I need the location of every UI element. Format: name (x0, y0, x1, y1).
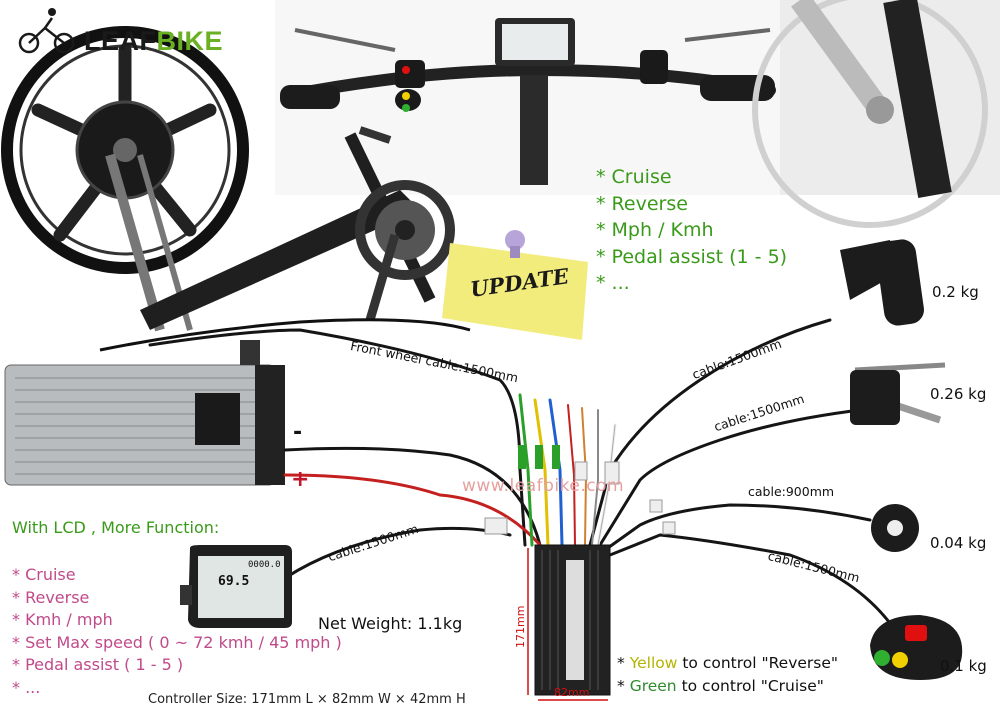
brake-lever (850, 362, 946, 425)
note-prefix: * (617, 654, 630, 672)
green-note: * Green to control "Cruise" (617, 677, 824, 695)
brand-part1: LEAF (84, 26, 157, 56)
lcd-feature-item: * ... (12, 677, 41, 697)
switch-weight: 0.1 kg (940, 657, 987, 675)
logo-cyclist-icon (18, 8, 75, 54)
note-rest: to control "Cruise" (676, 677, 824, 695)
lcd-odo-reading: 0000.0 (248, 560, 281, 570)
lcd-features-top-list: * Cruise * Reverse * Mph / Kmh * Pedal a… (596, 164, 787, 297)
feature-item: * Mph / Kmh (596, 219, 714, 241)
lcd-speed-reading: 69.5 (218, 574, 250, 589)
controller-size-label: Controller Size: 171mm L × 82mm W × 42mm… (148, 692, 466, 707)
net-weight-label: Net Weight: 1.1kg (318, 614, 463, 633)
pas-weight: 0.04 kg (930, 534, 987, 552)
lcd-feature-item: * Pedal assist ( 1 - 5 ) (12, 655, 184, 675)
pas-cable-label: cable:900mm (748, 484, 835, 499)
note-color-word: Yellow (629, 654, 678, 672)
hub-motor-wheel (1, 26, 249, 332)
sticky-note (442, 230, 588, 340)
watermark: www.leafbike.com (462, 476, 625, 496)
controller (527, 544, 611, 701)
feature-item: * Cruise (596, 166, 672, 188)
note-rest: to control "Reverse" (677, 654, 839, 672)
throttle-weight: 0.2 kg (932, 283, 979, 301)
lcd-feature-item: * Set Max speed ( 0 ~ 72 kmh / 45 mph ) (12, 632, 342, 652)
pas-sensor (871, 504, 919, 552)
lcd-feature-item: * Reverse (12, 587, 90, 607)
connectors (484, 445, 676, 535)
controller-width-dim: 82mm (554, 686, 590, 699)
lcd-feature-item: * Kmh / mph (12, 610, 113, 630)
lcd-display (180, 545, 292, 628)
battery (4, 340, 285, 486)
lcd-section-list: * Cruise * Reverse * Kmh / mph * Set Max… (12, 564, 342, 700)
fork-photo (752, 0, 1000, 228)
feature-item: * Pedal assist (1 - 5) (596, 245, 788, 268)
bike-frame (99, 126, 471, 352)
yellow-note: * Yellow to control "Reverse" (617, 654, 838, 672)
function-switch (870, 615, 963, 680)
cables (148, 318, 897, 632)
brand-logo: LEAFBIKE (84, 26, 223, 57)
throttle-grip (840, 239, 924, 326)
lcd-section-heading: With LCD , More Function: (12, 518, 220, 537)
note-prefix: * (617, 677, 630, 695)
brake-weight: 0.26 kg (930, 385, 987, 403)
lcd-feature-item: * Cruise (12, 565, 76, 584)
battery-positive-label: + (291, 467, 310, 492)
note-color-word: Green (629, 677, 677, 695)
battery-negative-label: - (293, 420, 303, 445)
feature-item: * ... (596, 272, 630, 294)
controller-length-dim: 171mm (514, 605, 527, 648)
brand-part2: BIKE (156, 26, 224, 56)
feature-item: * Reverse (596, 192, 688, 215)
